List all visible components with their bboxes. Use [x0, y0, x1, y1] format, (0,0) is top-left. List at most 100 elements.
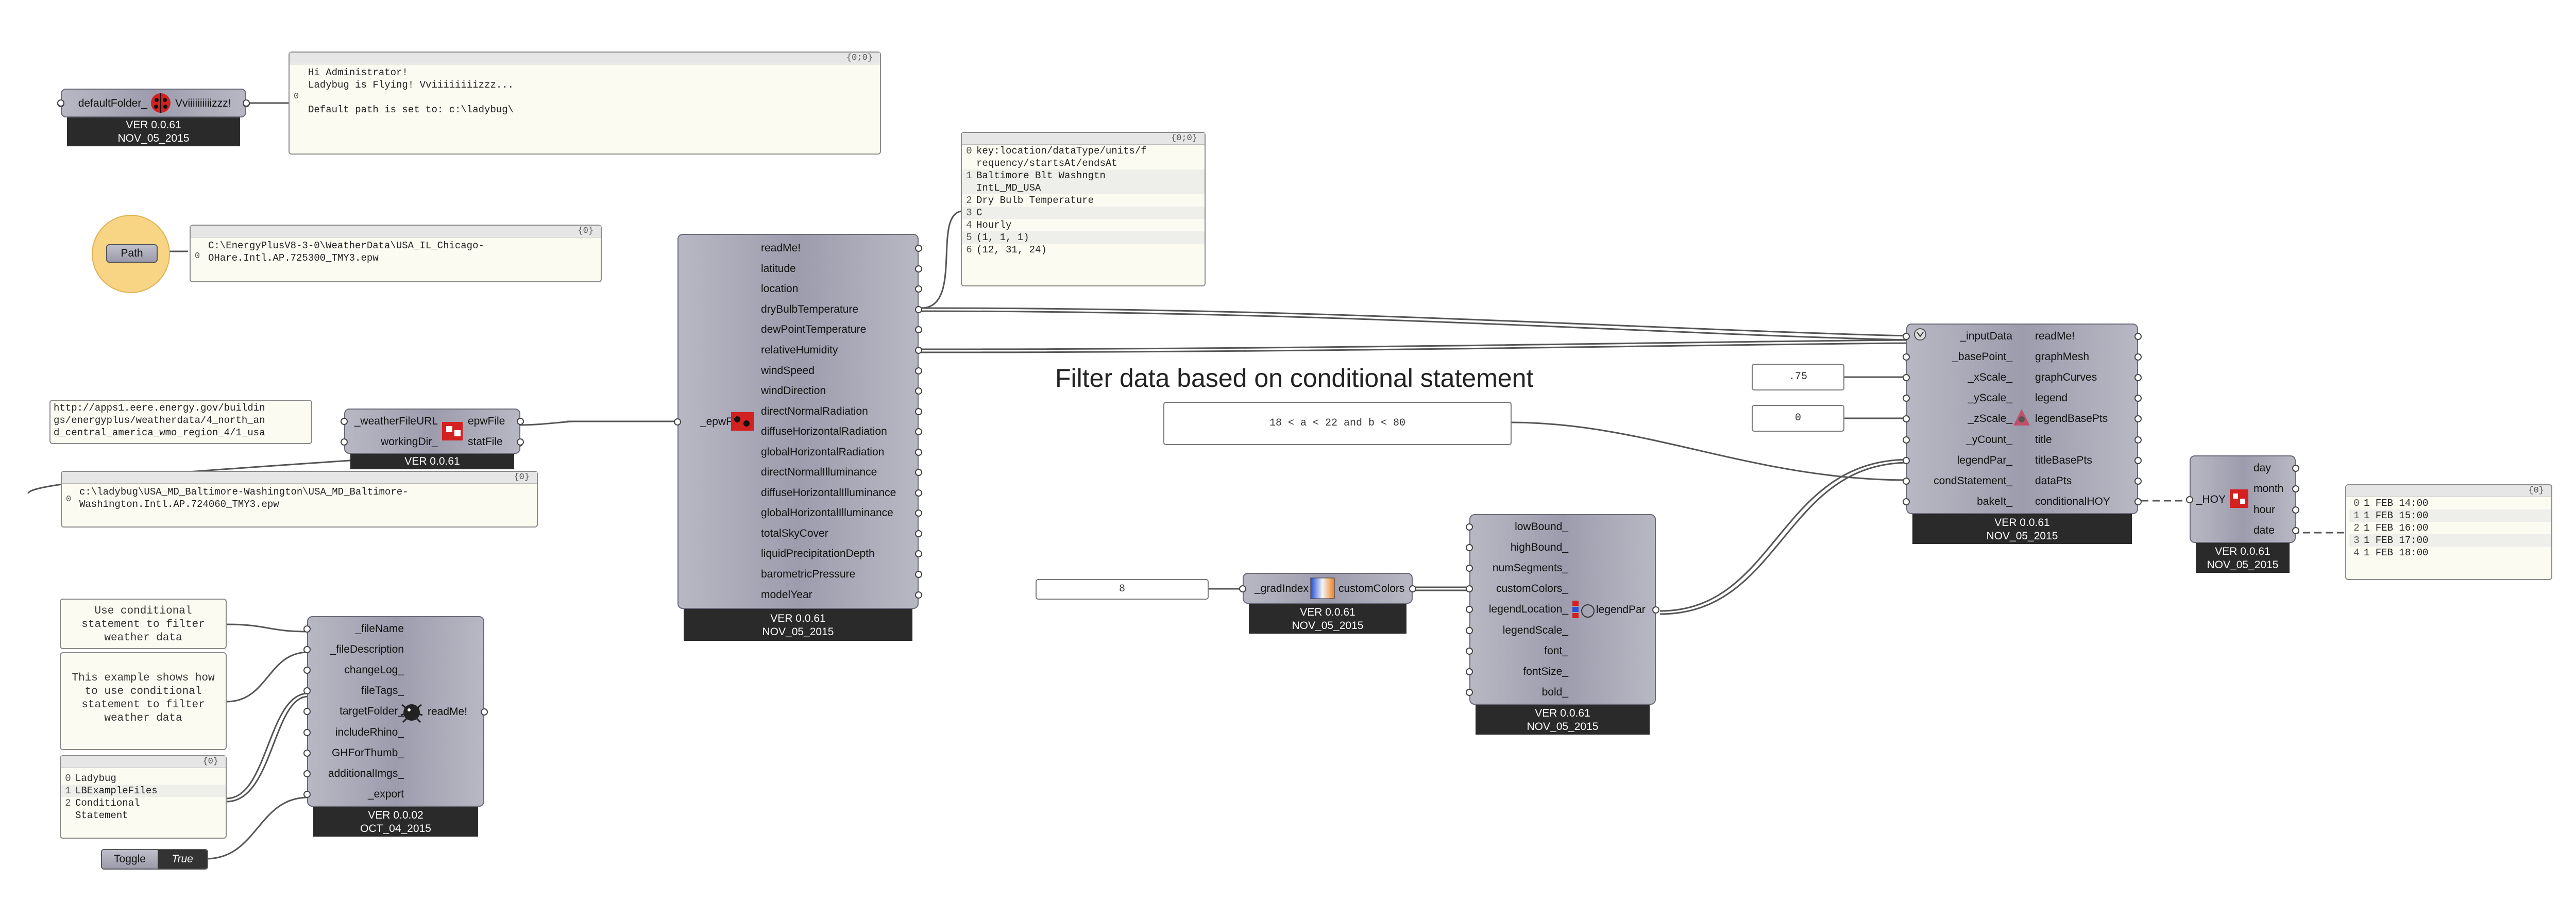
input-pin[interactable]	[2186, 496, 2193, 503]
output-pin[interactable]	[915, 265, 922, 273]
input-workingdir[interactable]: workingDir_	[381, 435, 438, 448]
input-pin[interactable]	[1903, 456, 1910, 464]
input-basepoint[interactable]: _basePoint_	[1952, 350, 2012, 363]
output-pin[interactable]	[915, 244, 922, 252]
output-pin[interactable]	[2292, 526, 2299, 534]
input-bakeit[interactable]: bakeIt_	[1977, 496, 2012, 508]
output-pin[interactable]	[2134, 353, 2142, 361]
input-pin[interactable]	[1239, 585, 1246, 592]
input-highbound[interactable]: highBound_	[1510, 541, 1568, 553]
output-drybulbtemperature[interactable]: dryBulbTemperature	[761, 303, 859, 315]
output-pin[interactable]	[915, 407, 922, 415]
input-pin[interactable]	[303, 666, 311, 674]
output-title[interactable]: title	[2035, 433, 2052, 446]
output-pin[interactable]	[2134, 373, 2142, 381]
toggle-value[interactable]: True	[158, 850, 207, 869]
output-readme[interactable]: readMe!	[428, 705, 468, 718]
input-includerhino[interactable]: includeRhino_	[335, 726, 404, 738]
output-pin[interactable]	[2134, 415, 2142, 422]
output-pin[interactable]	[2134, 498, 2142, 505]
output-globalhorizontalradiation[interactable]: globalHorizontalRadiation	[761, 446, 885, 458]
hoy-to-date-component[interactable]: _HOY day month hour date VER 0.0.61 NOV_…	[2186, 455, 2299, 573]
input-pin[interactable]	[57, 99, 64, 107]
input-legendscale[interactable]: legendScale_	[1502, 624, 1568, 636]
input-filedescription[interactable]: _fileDescription	[330, 643, 404, 655]
output-statfile[interactable]: statFile	[468, 435, 503, 448]
input-pin[interactable]	[1466, 564, 1473, 572]
output-diffusehorizontalilluminance[interactable]: diffuseHorizontalIlluminance	[761, 486, 896, 499]
output-pin[interactable]	[2134, 394, 2142, 402]
output-graphcurves[interactable]: graphCurves	[2035, 371, 2097, 384]
output-legendpar[interactable]: legendPar	[1596, 603, 1646, 616]
path-param[interactable]: Path	[106, 244, 158, 263]
input-pin[interactable]	[341, 417, 348, 425]
output-vviiiizzz[interactable]: Vviiiiiiiiiizzz!	[175, 97, 231, 109]
output-pin[interactable]	[2134, 436, 2142, 444]
output-month[interactable]: month	[2253, 483, 2284, 495]
input-ghforthumb[interactable]: GHForThumb_	[331, 746, 404, 759]
description-panel[interactable]: This example shows how to use conditiona…	[60, 652, 227, 750]
xscale-number[interactable]: .75	[1752, 364, 1844, 390]
input-export[interactable]: _export	[367, 788, 404, 801]
output-readme[interactable]: readMe!	[761, 242, 801, 254]
output-pin[interactable]	[915, 489, 922, 497]
readme-panel[interactable]: {0;0} 0 Hi Administrator! Ladybug is Fly…	[289, 52, 881, 155]
file-path-panel[interactable]: {0} 0 C:\EnergyPlusV8-3-0\WeatherData\US…	[190, 225, 602, 282]
input-pin[interactable]	[1903, 477, 1910, 485]
output-pin[interactable]	[915, 468, 922, 476]
input-inputdata[interactable]: _inputData	[1960, 330, 2012, 342]
output-barometricpressure[interactable]: barometricPressure	[761, 568, 856, 581]
input-pin[interactable]	[1903, 353, 1910, 361]
input-customcolors[interactable]: customColors_	[1496, 583, 1568, 595]
output-pin[interactable]	[915, 387, 922, 395]
export-example-component[interactable]: _fileName _fileDescription changeLog_ fi…	[303, 616, 488, 837]
input-pin[interactable]	[1903, 394, 1910, 402]
ladybug-component[interactable]: defaultFolder_ Vviiiiiiiiiizzz! VER 0.0.…	[57, 89, 250, 146]
output-pin[interactable]	[243, 99, 250, 107]
input-filename[interactable]: _fileName	[355, 622, 404, 635]
output-titlebasepts[interactable]: titleBasePts	[2035, 454, 2092, 466]
output-pin[interactable]	[1409, 585, 1416, 592]
output-pin[interactable]	[2134, 456, 2142, 464]
output-pin[interactable]	[2292, 464, 2299, 472]
output-relativehumidity[interactable]: relativeHumidity	[761, 344, 838, 356]
input-changelog[interactable]: changeLog_	[344, 664, 404, 676]
output-pin[interactable]	[915, 509, 922, 517]
condition-statement-input[interactable]: 18 < a < 22 and b < 80	[1163, 402, 1512, 445]
output-pin[interactable]	[915, 367, 922, 375]
input-pin[interactable]	[1466, 605, 1473, 613]
collapse-icon[interactable]	[1913, 328, 1927, 344]
output-pin[interactable]	[915, 591, 922, 599]
epw-path-panel[interactable]: {0} 0 c:\ladybug\USA_MD_Baltimore-Washin…	[61, 471, 538, 528]
input-condstatement[interactable]: condStatement_	[1934, 475, 2012, 487]
input-pin[interactable]	[1903, 332, 1910, 340]
output-pin[interactable]	[2134, 332, 2142, 340]
output-datapts[interactable]: dataPts	[2035, 475, 2072, 487]
input-legendlocation[interactable]: legendLocation_	[1488, 603, 1568, 616]
note-panel[interactable]: Use conditional statement to filter weat…	[60, 599, 227, 649]
output-pin[interactable]	[915, 428, 922, 435]
output-date[interactable]: date	[2253, 524, 2275, 537]
input-ycount[interactable]: _yCount_	[1966, 433, 2012, 446]
output-hour[interactable]: hour	[2253, 503, 2276, 516]
input-pin[interactable]	[1903, 498, 1910, 505]
input-weatherfileurl[interactable]: _weatherFileURL	[354, 415, 438, 427]
output-day[interactable]: day	[2253, 462, 2271, 474]
input-pin[interactable]	[303, 728, 311, 736]
output-directnormalilluminance[interactable]: directNormalIlluminance	[761, 466, 877, 479]
zscale-number[interactable]: 0	[1752, 405, 1844, 432]
gradient-index-number[interactable]: 8	[1036, 579, 1209, 600]
output-pin[interactable]	[915, 326, 922, 333]
output-pin[interactable]	[1652, 606, 1659, 614]
output-liquidprecipitationdepth[interactable]: liquidPrecipitationDepth	[761, 548, 875, 560]
output-customcolors[interactable]: customColors	[1338, 582, 1405, 594]
output-pin[interactable]	[915, 570, 922, 578]
output-epwfile[interactable]: epwFile	[468, 415, 505, 427]
output-conditionalhoy[interactable]: conditionalHOY	[2035, 496, 2110, 508]
output-pin[interactable]	[2292, 485, 2299, 492]
input-filetags[interactable]: fileTags_	[361, 685, 404, 697]
input-pin[interactable]	[674, 418, 681, 426]
